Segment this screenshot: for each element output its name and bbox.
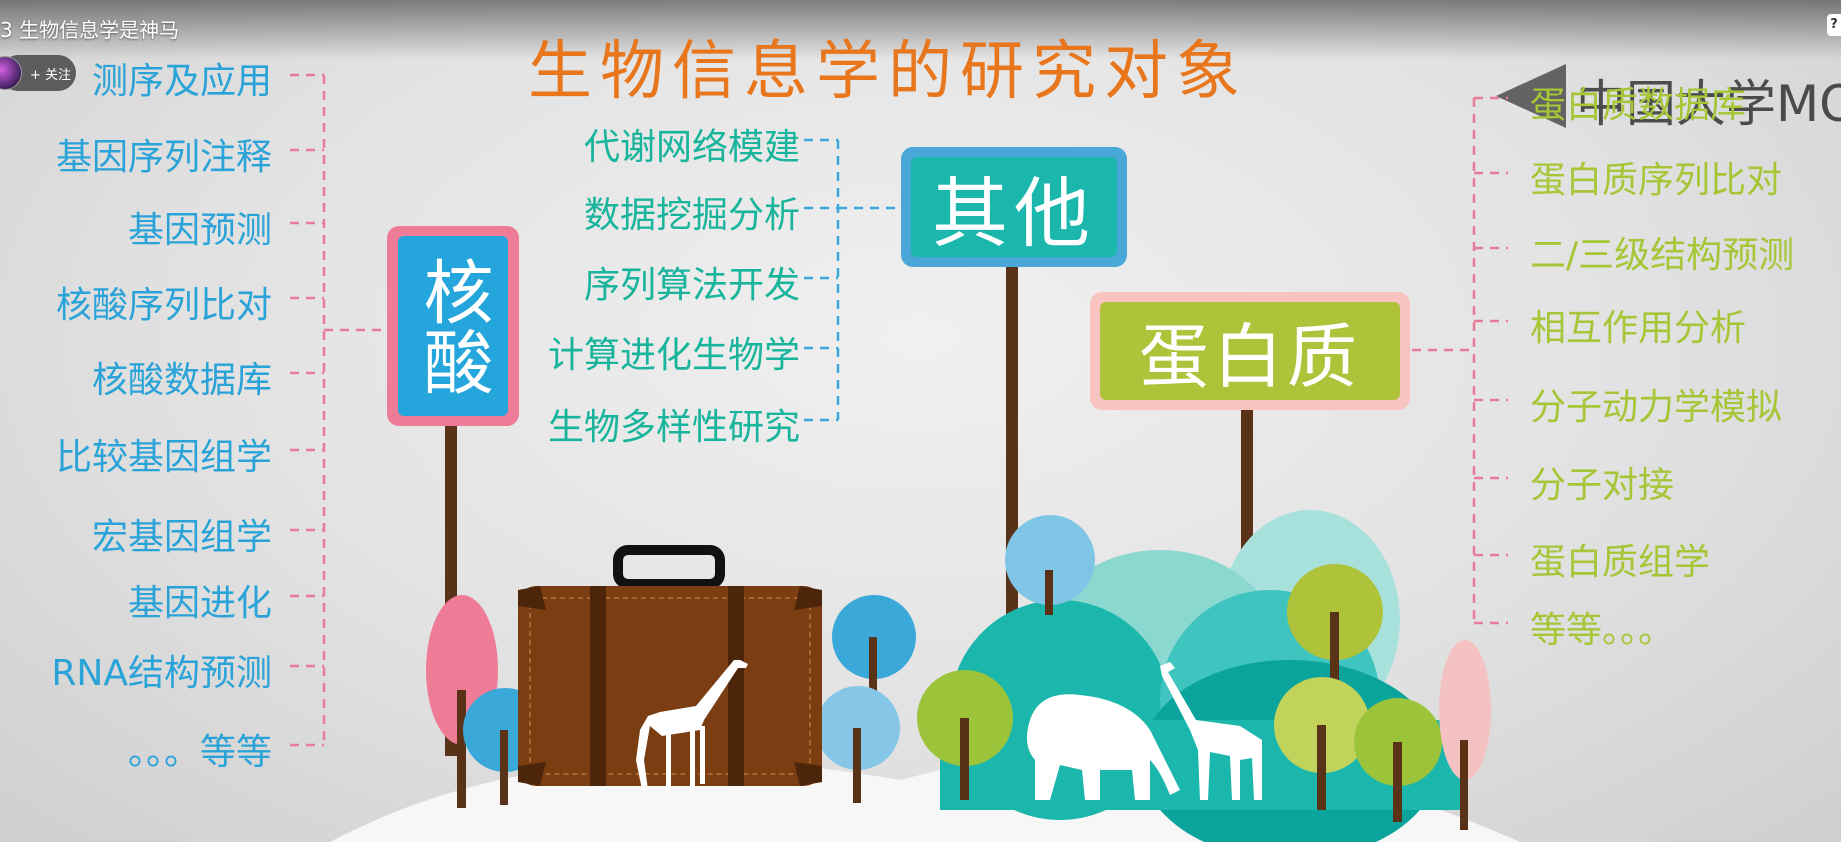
list-item: 。。。等等	[127, 732, 272, 773]
middle-connector	[804, 138, 900, 422]
list-item: 生物多样性研究	[547, 407, 800, 448]
sign-nucleic-acid-label: 核酸	[398, 236, 508, 416]
list-item: 蛋白质序列比对	[1530, 160, 1783, 201]
sign-other-label: 其他	[911, 157, 1117, 258]
logo-mark-icon	[1496, 64, 1566, 128]
list-item: 核酸序列比对	[55, 285, 272, 326]
giraffe-silhouette	[1160, 662, 1262, 800]
sign-protein-label: 蛋白质	[1100, 302, 1400, 400]
mooc-logo: 中国大学MOOC	[1496, 60, 1841, 133]
list-item: 测序及应用	[91, 61, 272, 102]
right-connector	[1412, 96, 1508, 625]
list-item: 数据挖掘分析	[583, 195, 800, 236]
video-top-bar	[0, 0, 1841, 60]
list-item: 蛋白质组学	[1530, 542, 1711, 583]
slide-title: 生物信息学的研究对象	[528, 35, 1248, 109]
list-item: 基因序列注释	[55, 137, 272, 178]
suitcase	[518, 545, 822, 786]
list-item: 蛋白质数据库	[1530, 85, 1747, 126]
list-item: RNA结构预测	[51, 653, 272, 694]
list-item: 核酸数据库	[91, 360, 272, 401]
list-item: 比较基因组学	[55, 437, 272, 478]
elephant-silhouette	[1026, 694, 1180, 800]
list-item: 相互作用分析	[1530, 308, 1747, 349]
sign-nucleic-acid: 核酸	[387, 226, 519, 426]
list-item: 基因进化	[127, 583, 272, 624]
list-item: 基因预测	[127, 210, 272, 251]
list-item: 分子对接	[1530, 465, 1675, 506]
nucleic-acid-topics: 测序及应用 基因序列注释 基因预测 核酸序列比对 核酸数据库 比较基因组学 宏基…	[0, 0, 272, 842]
other-topics: 代谢网络模建 数据挖掘分析 序列算法开发 计算进化生物学 生物多样性研究	[500, 0, 800, 842]
list-item: 二/三级结构预测	[1530, 235, 1795, 276]
protein-topics: 蛋白质数据库 蛋白质序列比对 二/三级结构预测 相互作用分析 分子动力学模拟 分…	[1530, 0, 1841, 842]
logo-text: 中国大学MOOC	[1576, 75, 1841, 133]
sign-other: 其他	[901, 147, 1127, 267]
left-connector	[290, 73, 386, 747]
follow-label[interactable]: + 关注	[30, 67, 72, 83]
feedback-icon[interactable]: ?	[1827, 14, 1841, 36]
giraffe-silhouette	[636, 660, 748, 790]
list-item: 宏基因组学	[91, 517, 272, 558]
list-item: 代谢网络模建	[583, 127, 800, 168]
list-item: 等等。。。	[1530, 610, 1675, 651]
sign-protein: 蛋白质	[1090, 292, 1410, 410]
list-item: 序列算法开发	[583, 265, 800, 306]
list-item: 计算进化生物学	[547, 335, 800, 376]
follow-button[interactable]: + 关注	[0, 55, 76, 91]
video-title: 3 生物信息学是神马	[0, 18, 180, 42]
list-item: 分子动力学模拟	[1530, 387, 1783, 428]
